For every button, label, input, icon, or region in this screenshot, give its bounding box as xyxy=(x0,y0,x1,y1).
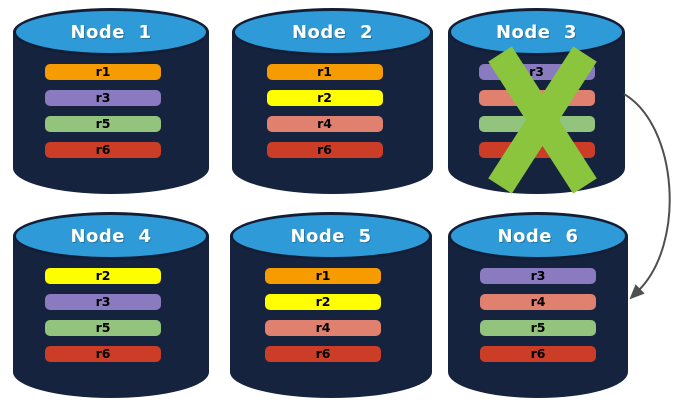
cylinder-body xyxy=(13,32,209,194)
cylinder-body xyxy=(232,32,433,194)
replica-list: r2 r3 r5 r6 xyxy=(45,268,161,362)
node-title: Node 6 xyxy=(497,225,579,247)
replica-bar: r3 xyxy=(45,294,161,310)
replica-bar: r3 xyxy=(45,90,161,106)
replica-bar: r1 xyxy=(266,64,383,80)
replica-bar: r5 xyxy=(45,320,161,336)
node-5: Node 5 r1 r2 r4 r6 xyxy=(230,212,432,398)
cylinder-body xyxy=(448,236,628,398)
cylinder-top: Node 5 xyxy=(230,212,432,260)
replica-list: r3 r4 r5 r6 xyxy=(480,268,596,362)
replica-bar: r6 xyxy=(265,346,381,362)
node-3-failed: Node 3 r3 xyxy=(448,8,625,194)
replica-list: r1 r2 r4 r6 xyxy=(266,64,383,158)
node-title: Node 3 xyxy=(495,21,578,43)
replica-bar: r1 xyxy=(265,268,381,284)
node-1: Node 1 r1 r3 r5 r6 xyxy=(13,8,209,194)
node-title: Node 5 xyxy=(290,225,372,247)
cylinder-body xyxy=(230,236,432,398)
replica-bar: r6 xyxy=(45,142,161,158)
node-title: Node 2 xyxy=(291,21,374,43)
cylinder-top: Node 2 xyxy=(232,8,433,56)
node-2: Node 2 r1 r2 r4 r6 xyxy=(232,8,433,194)
replica-bar: r4 xyxy=(266,116,383,132)
replica-bar: r3 xyxy=(480,268,596,284)
replica-bar: r4 xyxy=(265,320,381,336)
replica-bar: r6 xyxy=(45,346,161,362)
node-6: Node 6 r3 r4 r5 r6 xyxy=(448,212,628,398)
node-title: Node 1 xyxy=(70,21,152,43)
cylinder-body xyxy=(13,236,209,398)
replica-bar: r2 xyxy=(265,294,381,310)
replica-bar: r4 xyxy=(480,294,596,310)
replica-bar: r2 xyxy=(45,268,161,284)
failure-x-icon xyxy=(488,46,597,194)
node-4: Node 4 r2 r3 r5 r6 xyxy=(13,212,209,398)
cylinder-top: Node 1 xyxy=(13,8,209,56)
replica-bar: r2 xyxy=(266,90,383,106)
replica-bar: r6 xyxy=(266,142,383,158)
replica-bar: r5 xyxy=(480,320,596,336)
replica-bar: r1 xyxy=(45,64,161,80)
cylinder-top: Node 4 xyxy=(13,212,209,260)
replica-bar: r5 xyxy=(45,116,161,132)
cylinder-top: Node 6 xyxy=(448,212,628,260)
replica-list: r1 r3 r5 r6 xyxy=(45,64,161,158)
node-title: Node 4 xyxy=(70,225,152,247)
cylinder-top: Node 3 xyxy=(448,8,625,56)
replica-list: r1 r2 r4 r6 xyxy=(265,268,381,362)
replica-bar: r6 xyxy=(480,346,596,362)
